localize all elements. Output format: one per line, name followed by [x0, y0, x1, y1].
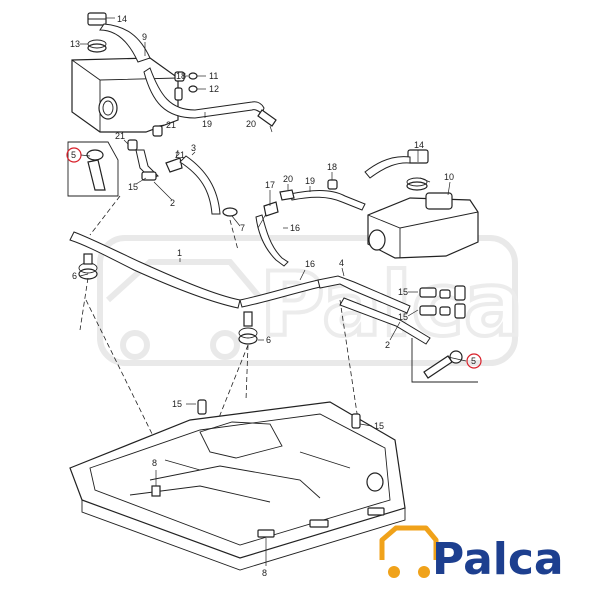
right-reservoir-tank: [367, 192, 479, 259]
clamp-part-7: [222, 207, 238, 217]
car-icon: [379, 525, 439, 578]
callout-7: 7: [240, 223, 245, 233]
callout-15-right-a: 15: [398, 287, 408, 297]
seal-part-13a: [87, 39, 107, 53]
callout-2-top: 2: [170, 198, 175, 208]
hose-part-16a: [255, 214, 289, 267]
connectors-part-21: [127, 125, 183, 173]
callout-13-top: 13: [70, 39, 80, 49]
callout-6-left: 6: [72, 271, 77, 281]
washers-part-11-12: [174, 72, 198, 101]
grommet-part-18b: [327, 179, 338, 190]
callout-5-bottom: 5: [471, 356, 476, 366]
vent-line-part-19b: [289, 190, 366, 211]
callout-8-upper: 8: [152, 458, 157, 468]
part-callouts: 14 13 9 18 11 12 19 20 21 21 21 3 15 2 7…: [70, 14, 476, 578]
callout-15-floor-left: 15: [172, 399, 182, 409]
valve-part-20b: [279, 189, 295, 201]
callout-20-top: 20: [246, 119, 256, 129]
callout-17: 17: [265, 180, 275, 190]
seal-part-13b: [406, 177, 428, 191]
guide-lines: [79, 195, 359, 461]
callout-3: 3: [191, 143, 196, 153]
connectors-part-15-right: [419, 285, 466, 319]
grommet-part-18a: [174, 71, 185, 82]
callout-18-right: 18: [327, 162, 337, 172]
main-line-part-1: [69, 231, 241, 309]
grommet-part-6b: [238, 311, 258, 345]
callout-4: 4: [339, 258, 344, 268]
valve-part-20a: [257, 109, 277, 127]
line-part-2b: [339, 297, 431, 345]
callout-19-right: 19: [305, 176, 315, 186]
callout-15-right-b: 15: [398, 312, 408, 322]
floor-pan: [69, 399, 406, 571]
vent-hose-part-9: [99, 23, 151, 63]
hose-part-3: [179, 155, 221, 215]
callout-15-top: 15: [128, 182, 138, 192]
callout-2-right: 2: [385, 340, 390, 350]
callout-12: 12: [209, 84, 219, 94]
callout-1: 1: [177, 248, 182, 258]
callout-21-a: 21: [115, 131, 125, 141]
callout-9: 9: [142, 32, 147, 42]
callout-20-right: 20: [283, 174, 293, 184]
callout-19-top: 19: [202, 119, 212, 129]
callout-21-c: 21: [175, 150, 185, 160]
highlight-circle-5b: [466, 353, 482, 369]
callout-14-top: 14: [117, 14, 127, 24]
callout-6-center: 6: [266, 335, 271, 345]
palca-logo: Palca: [379, 525, 564, 585]
vent-hose-right: [364, 156, 411, 179]
callout-8-lower: 8: [262, 568, 267, 578]
callout-15-floor-right: 15: [374, 421, 384, 431]
logo-text: Palca: [432, 534, 564, 585]
callout-14-right: 14: [414, 140, 424, 150]
leader-lines: [79, 17, 467, 566]
line-part-4: [317, 275, 411, 314]
callout-21-b: 21: [166, 120, 176, 130]
valve-part-17: [263, 201, 279, 217]
callout-18-top: 18: [176, 71, 186, 81]
hose-part-2a: [135, 149, 159, 179]
filler-cap-part-14a: [87, 12, 107, 26]
callout-11: 11: [209, 71, 218, 81]
callout-16-upper: 16: [290, 223, 300, 233]
callout-16-lower: 16: [305, 259, 315, 269]
callout-10: 10: [444, 172, 454, 182]
inset-part-5-bottom: [411, 338, 482, 383]
callout-5-top: 5: [71, 150, 76, 160]
